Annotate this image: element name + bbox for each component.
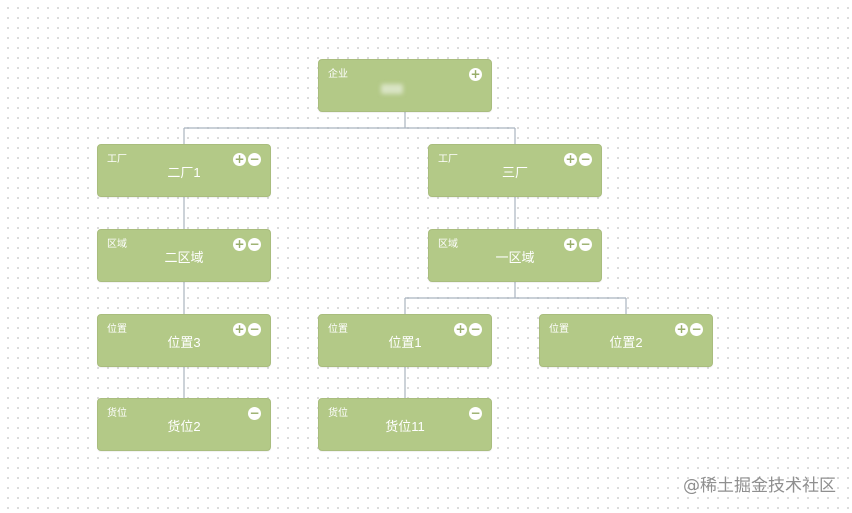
tree-node-slot[interactable]: 货位 货位11 − bbox=[318, 398, 492, 451]
node-name: 货位2 bbox=[167, 419, 201, 434]
tree-node-factory[interactable]: 工厂 二厂1 +− bbox=[97, 144, 271, 197]
plus-icon[interactable]: + bbox=[454, 322, 467, 336]
plus-icon[interactable]: + bbox=[469, 67, 482, 81]
node-controls: − bbox=[248, 407, 261, 420]
plus-icon[interactable]: + bbox=[675, 322, 688, 336]
node-controls: − bbox=[469, 407, 482, 420]
tree-node-area[interactable]: 区域 二区域 +− bbox=[97, 229, 271, 282]
minus-icon[interactable]: − bbox=[248, 237, 261, 251]
node-name: 三厂 bbox=[501, 165, 528, 180]
node-type-label: 企业 bbox=[328, 69, 348, 80]
plus-icon[interactable]: + bbox=[233, 152, 246, 166]
node-name: 二厂1 bbox=[167, 165, 201, 180]
tree-node-location[interactable]: 位置 位置2 +− bbox=[539, 314, 713, 367]
node-name-redacted bbox=[381, 84, 403, 94]
tree-node-location[interactable]: 位置 位置3 +− bbox=[97, 314, 271, 367]
node-controls: +− bbox=[564, 238, 592, 251]
node-name: 货位11 bbox=[385, 419, 425, 434]
tree-node-factory[interactable]: 工厂 三厂 +− bbox=[428, 144, 602, 197]
node-type-label: 区域 bbox=[438, 239, 458, 250]
plus-icon[interactable]: + bbox=[233, 322, 246, 336]
minus-icon[interactable]: − bbox=[469, 322, 482, 336]
minus-icon[interactable]: − bbox=[248, 152, 261, 166]
minus-icon[interactable]: − bbox=[248, 406, 261, 420]
node-type-label: 位置 bbox=[549, 324, 569, 335]
node-controls: +− bbox=[233, 323, 261, 336]
node-name: 二区域 bbox=[164, 250, 204, 265]
node-controls: +− bbox=[564, 153, 592, 166]
plus-icon[interactable]: + bbox=[233, 237, 246, 251]
node-controls: +− bbox=[454, 323, 482, 336]
node-type-label: 区域 bbox=[107, 239, 127, 250]
tree-node-area[interactable]: 区域 一区域 +− bbox=[428, 229, 602, 282]
node-name: 位置3 bbox=[167, 335, 201, 350]
minus-icon[interactable]: − bbox=[579, 237, 592, 251]
node-type-label: 位置 bbox=[107, 324, 127, 335]
watermark-text: @稀土掘金技术社区 bbox=[683, 476, 836, 496]
minus-icon[interactable]: − bbox=[469, 406, 482, 420]
node-controls: +− bbox=[233, 238, 261, 251]
node-controls: +− bbox=[675, 323, 703, 336]
minus-icon[interactable]: − bbox=[690, 322, 703, 336]
tree-node-location[interactable]: 位置 位置1 +− bbox=[318, 314, 492, 367]
minus-icon[interactable]: − bbox=[248, 322, 261, 336]
node-type-label: 货位 bbox=[107, 408, 127, 419]
node-type-label: 工厂 bbox=[107, 154, 127, 165]
tree-node-slot[interactable]: 货位 货位2 − bbox=[97, 398, 271, 451]
node-type-label: 工厂 bbox=[438, 154, 458, 165]
node-name: 一区域 bbox=[495, 250, 535, 265]
node-name: 位置1 bbox=[388, 335, 422, 350]
plus-icon[interactable]: + bbox=[564, 237, 577, 251]
node-controls: +− bbox=[233, 153, 261, 166]
plus-icon[interactable]: + bbox=[564, 152, 577, 166]
tree-node-enterprise[interactable]: 企业 + bbox=[318, 59, 492, 112]
node-type-label: 货位 bbox=[328, 408, 348, 419]
minus-icon[interactable]: − bbox=[579, 152, 592, 166]
node-controls: + bbox=[469, 68, 482, 81]
node-name: 位置2 bbox=[609, 335, 643, 350]
node-type-label: 位置 bbox=[328, 324, 348, 335]
